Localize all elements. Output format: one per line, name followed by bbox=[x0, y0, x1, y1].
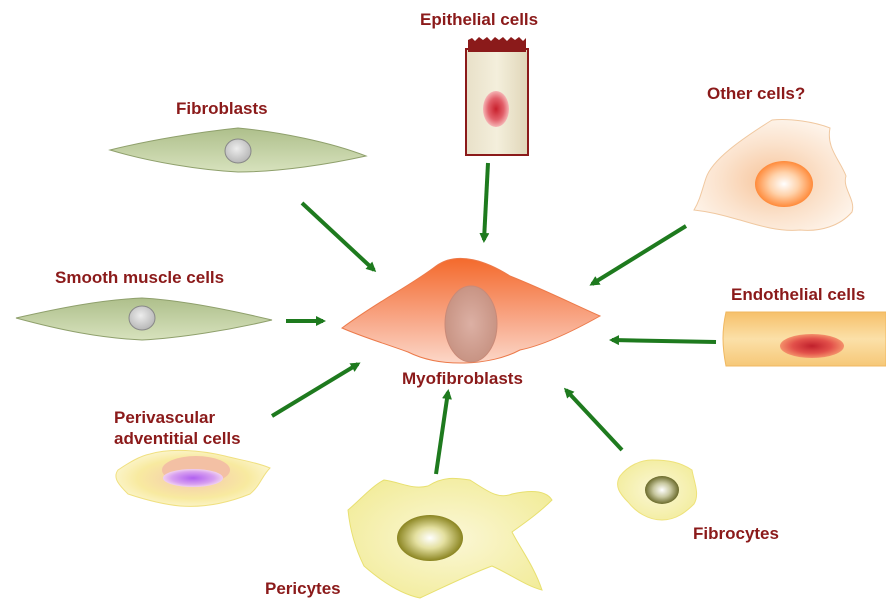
label-fibroblasts: Fibroblasts bbox=[176, 99, 268, 119]
label-fibrocytes: Fibrocytes bbox=[693, 524, 779, 544]
arrow-other bbox=[592, 226, 686, 284]
fibrocyte-cell bbox=[618, 460, 697, 520]
label-perivascular-adventitial-cells: Perivascular adventitial cells bbox=[114, 407, 241, 449]
arrow-epithelial bbox=[484, 163, 488, 240]
fibroblast-cell bbox=[110, 128, 366, 172]
myofibroblast-cell bbox=[342, 258, 600, 363]
epithelial-cell bbox=[466, 37, 528, 155]
arrow-fibroblasts bbox=[302, 203, 374, 270]
smooth-muscle-cell bbox=[16, 298, 272, 340]
label-pericytes: Pericytes bbox=[265, 579, 341, 599]
label-endothelial-cells: Endothelial cells bbox=[731, 285, 865, 305]
arrow-fibrocytes bbox=[566, 390, 622, 450]
label-myofibroblasts: Myofibroblasts bbox=[402, 369, 523, 389]
perivascular-cell bbox=[116, 450, 270, 506]
label-smooth-muscle-cells: Smooth muscle cells bbox=[55, 268, 224, 288]
endothelial-cell bbox=[723, 312, 886, 366]
other-cell bbox=[694, 119, 853, 230]
label-other-cells: Other cells? bbox=[707, 84, 805, 104]
arrow-perivascular bbox=[272, 364, 358, 416]
arrow-endothelial bbox=[612, 340, 716, 342]
pericyte-cell bbox=[348, 478, 552, 598]
arrow-pericytes bbox=[436, 392, 448, 474]
label-epithelial-cells: Epithelial cells bbox=[420, 10, 538, 30]
